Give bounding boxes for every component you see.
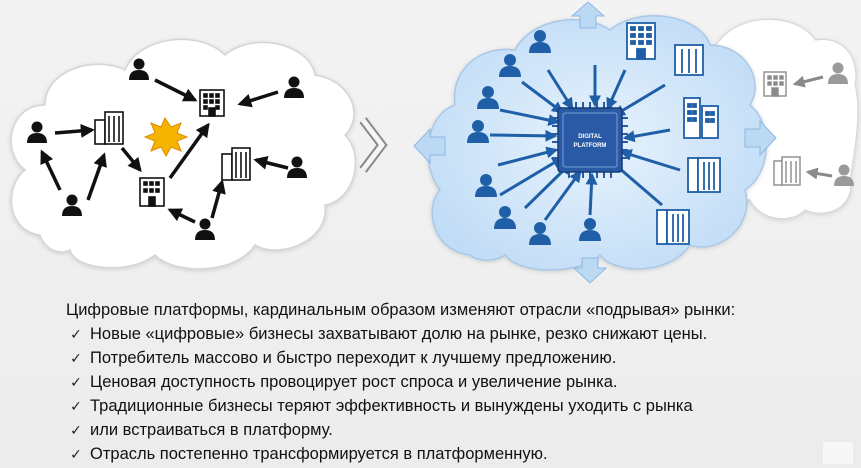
person-icon — [467, 120, 489, 143]
explosion-icon — [143, 116, 189, 158]
check-icon: ✓ — [70, 351, 82, 367]
person-icon — [195, 218, 215, 240]
platform-persons — [467, 30, 601, 245]
list-item: ✓ Новые «цифровые» бизнесы захватывают до… — [62, 323, 852, 347]
person-icon — [828, 62, 848, 84]
left-market-cloud — [10, 38, 357, 270]
outward-arrows — [413, 1, 777, 284]
office-building-icon — [199, 89, 225, 117]
list-item: ✓ Потребитель массово и быстро переходит … — [62, 347, 852, 371]
market-transformation-diagram: DIGITAL PLATFORM — [10, 1, 859, 284]
check-icon: ✓ — [70, 327, 82, 343]
person-icon — [475, 174, 497, 197]
list-item-text: Отрасль постепенно трансформируется в пл… — [90, 445, 548, 463]
list-item: ✓ Традиционные бизнесы теряют эффективнос… — [62, 395, 852, 419]
office-building-icon — [221, 147, 251, 181]
person-icon — [499, 54, 521, 77]
check-icon: ✓ — [70, 399, 82, 415]
caption-headline: Цифровые платформы, кардинальным образом… — [66, 301, 736, 319]
office-building-icon — [674, 44, 704, 76]
list-item-text: Традиционные бизнесы теряют эффективност… — [90, 397, 693, 415]
microchip-icon: DIGITAL PLATFORM — [552, 102, 628, 178]
person-icon — [579, 218, 601, 241]
person-icon — [27, 121, 47, 143]
person-icon — [284, 76, 304, 98]
list-item-text: Ценовая доступность провоцирует рост спр… — [90, 373, 618, 391]
check-icon: ✓ — [70, 447, 82, 463]
bullet-list: ✓ Новые «цифровые» бизнесы захватывают до… — [62, 323, 852, 467]
office-building-icon — [683, 97, 719, 139]
office-building-icon — [656, 209, 690, 245]
person-icon — [477, 86, 499, 109]
person-icon — [494, 206, 516, 229]
office-building-icon — [773, 156, 801, 186]
chip-label-line2: PLATFORM — [574, 143, 607, 149]
down-arrow-icon — [572, 257, 608, 284]
corner-placeholder — [823, 442, 853, 464]
left-buildings — [94, 89, 251, 207]
person-icon — [287, 156, 307, 178]
list-item-text: или встраиваться в платформу. — [90, 421, 333, 439]
outer-gray-elements — [763, 62, 854, 186]
check-icon: ✓ — [70, 375, 82, 391]
office-building-icon — [626, 22, 656, 60]
up-arrow-icon — [570, 1, 606, 29]
person-icon — [529, 222, 551, 245]
caption-text-block: Цифровые платформы, кардинальным образом… — [62, 299, 852, 467]
left-arrow-icon — [413, 127, 446, 165]
list-item: ✓ Ценовая доступность провоцирует рост сп… — [62, 371, 852, 395]
list-item: ✓ Отрасль постепенно трансформируется в п… — [62, 443, 852, 467]
check-icon: ✓ — [70, 423, 82, 439]
office-building-icon — [687, 157, 721, 193]
office-building-icon — [94, 111, 124, 145]
person-icon — [834, 164, 854, 186]
office-building-icon — [139, 177, 165, 207]
right-arrow-icon — [744, 119, 777, 157]
person-icon — [529, 30, 551, 53]
left-cloud-arrows — [40, 78, 289, 224]
chevron-right-icon — [359, 117, 388, 173]
chip-label-line1: DIGITAL — [578, 134, 602, 140]
list-item-text: Потребитель массово и быстро переходит к… — [90, 349, 617, 367]
person-icon — [62, 194, 82, 216]
list-item-text: Новые «цифровые» бизнесы захватывают дол… — [90, 325, 708, 343]
person-icon — [129, 58, 149, 80]
list-item: ✓ или встраиваться в платформу. — [62, 419, 852, 443]
platform-buildings — [626, 22, 721, 245]
office-building-icon — [763, 71, 787, 97]
left-persons — [27, 58, 307, 240]
